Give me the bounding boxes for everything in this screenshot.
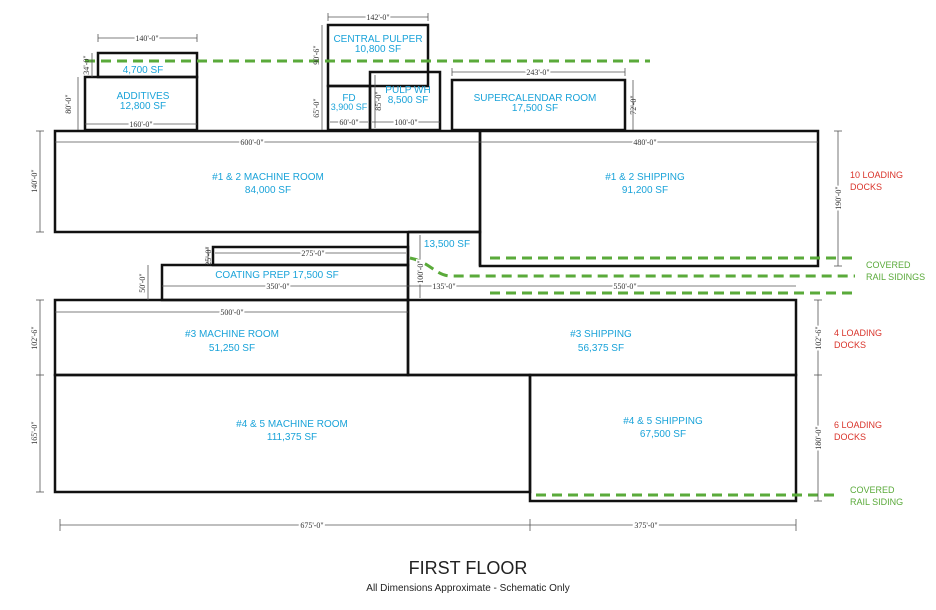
- shipping-45-area: 67,500 SF: [640, 429, 686, 440]
- dimension-lines: [36, 13, 842, 531]
- dim-label: 90'-6": [312, 45, 321, 64]
- shipping-12-area: 91,200 SF: [622, 185, 668, 196]
- supercalendar-area: 17,500 SF: [512, 103, 558, 114]
- coating-prep-label: COATING PREP 17,500 SF: [215, 270, 339, 281]
- dim-label: 243'-0": [526, 68, 549, 77]
- machine-12-area: 84,000 SF: [245, 185, 291, 196]
- rail-siding-line1: COVERED: [850, 485, 895, 495]
- side-notes: 10 LOADING DOCKS COVERED RAIL SIDINGS 4 …: [834, 170, 925, 507]
- room-labels: 4,700 SF ADDITIVES 12,800 SF CENTRAL PUL…: [117, 34, 703, 443]
- machine-3-name: #3 MACHINE ROOM: [185, 329, 279, 340]
- dim-label: 140'-0": [30, 169, 39, 192]
- machine-45-name: #4 & 5 MACHINE ROOM: [236, 419, 348, 430]
- dim-label: 60'-0": [339, 118, 358, 127]
- page-subtitle: All Dimensions Approximate - Schematic O…: [366, 583, 570, 594]
- dim-label: 25'-0": [204, 246, 213, 265]
- docks10-line2: DOCKS: [850, 182, 882, 192]
- additives-area: 12,800 SF: [120, 101, 166, 112]
- dim-label: 50'-0": [138, 273, 147, 292]
- room-4700-area: 4,700 SF: [123, 65, 164, 76]
- dimension-labels: 140'-0" 34'-0" 80'-0" 160'-0" 142'-0" 90…: [29, 12, 845, 533]
- rail-sidings-line2: RAIL SIDINGS: [866, 272, 925, 282]
- dim-label: 160'-0": [129, 120, 152, 129]
- docks6-line2: DOCKS: [834, 432, 866, 442]
- dim-label: 480'-0": [633, 138, 656, 147]
- dim-label: 375'-0": [634, 521, 657, 530]
- dim-label: 80'-0": [64, 94, 73, 113]
- dim-label: 100'-0": [416, 260, 425, 283]
- dim-label: 165'-0": [30, 421, 39, 444]
- dim-label: 500'-0": [220, 308, 243, 317]
- dim-label: 350'-0": [266, 282, 289, 291]
- machine-12-name: #1 & 2 MACHINE ROOM: [212, 172, 324, 183]
- fd-name: FD: [342, 93, 355, 104]
- room-13500-edge: [408, 230, 482, 266]
- dim-label: 72'-0": [629, 95, 638, 114]
- central-pulper-name: CENTRAL PULPER: [333, 34, 422, 45]
- shipping-12-name: #1 & 2 SHIPPING: [605, 172, 685, 183]
- dim-label: 142'-0": [366, 13, 389, 22]
- dim-label: 600'-0": [240, 138, 263, 147]
- docks10-line1: 10 LOADING: [850, 170, 903, 180]
- shipping-12-outline: [478, 129, 820, 268]
- docks6-line1: 6 LOADING: [834, 420, 882, 430]
- dim-label: 65'-0": [312, 98, 321, 117]
- dim-label: 550'-0": [613, 282, 636, 291]
- dim-label: 102'-6": [814, 326, 823, 349]
- central-pulper-outline: [326, 23, 430, 88]
- page-title: FIRST FLOOR: [408, 558, 528, 578]
- dim-label: 34'-0": [82, 55, 91, 74]
- walls: [53, 23, 820, 503]
- dim-label: 135'-0": [432, 282, 455, 291]
- rail-siding-curve: [409, 256, 855, 278]
- dim-label: 102'-6": [30, 326, 39, 349]
- shipping-3-name: #3 SHIPPING: [570, 329, 632, 340]
- additives-name: ADDITIVES: [117, 91, 170, 102]
- shipping-45-name: #4 & 5 SHIPPING: [623, 416, 703, 427]
- dim-label: 180'-0": [814, 426, 823, 449]
- dim-label: 100'-0": [394, 118, 417, 127]
- machine-3-area: 51,250 SF: [209, 343, 255, 354]
- rail-siding-line2: RAIL SIDING: [850, 497, 903, 507]
- shipping-3-area: 56,375 SF: [578, 343, 624, 354]
- pulp-wh-area: 8,500 SF: [388, 95, 429, 106]
- dim-label: 85'-0": [374, 91, 383, 110]
- machine-45-area: 111,375 SF: [267, 432, 317, 443]
- dim-label: 675'-0": [300, 521, 323, 530]
- fd-area: 3,900 SF: [331, 102, 368, 112]
- dim-label: 190'-0": [834, 186, 843, 209]
- rail-lines: [85, 59, 855, 497]
- pulp-wh-name: PULP WH: [385, 85, 430, 96]
- dim-label: 275'-0": [301, 249, 324, 258]
- rail-sidings-line1: COVERED: [866, 260, 911, 270]
- central-pulper-area: 10,800 SF: [355, 44, 401, 55]
- supercalendar-name: SUPERCALENDAR ROOM: [474, 93, 597, 104]
- docks4-line1: 4 LOADING: [834, 328, 882, 338]
- docks4-line2: DOCKS: [834, 340, 866, 350]
- room-13500-area: 13,500 SF: [424, 239, 470, 250]
- shipping-45-outline: [528, 373, 798, 503]
- dim-label: 140'-0": [135, 34, 158, 43]
